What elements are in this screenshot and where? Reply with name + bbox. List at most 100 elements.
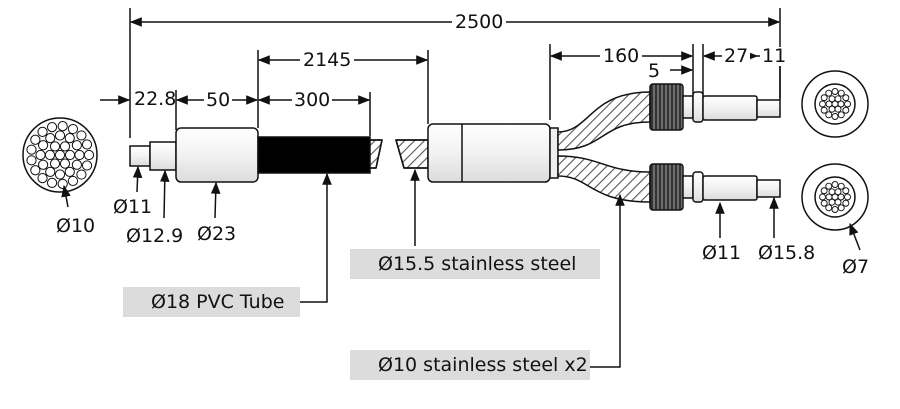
strand (828, 95, 836, 103)
callout-pvc-tube: Ø18 PVC Tube (123, 287, 300, 317)
strand (837, 89, 845, 97)
dia-label-tip-right: Ø11 (702, 242, 742, 264)
strand (825, 204, 833, 212)
strand (59, 158, 71, 169)
lower-knurled-nut (649, 163, 684, 211)
strand (57, 178, 68, 189)
strand (81, 139, 93, 150)
main-hose-segment-1 (369, 139, 383, 169)
upper-knurled-nut (649, 83, 684, 131)
strand (834, 105, 842, 113)
strand (46, 177, 58, 188)
right-cross-section-upper (801, 70, 869, 138)
branch-hose-lower (557, 155, 651, 203)
strand (834, 95, 842, 103)
branch-hose-upper (557, 91, 651, 151)
strand (825, 89, 833, 97)
strand (46, 122, 58, 133)
strand (837, 111, 845, 119)
strand (64, 166, 75, 177)
strand (825, 193, 833, 201)
dim-label-27: 27 (722, 45, 751, 67)
strand (54, 169, 66, 180)
strand (67, 123, 79, 135)
strand (76, 169, 87, 180)
strand (45, 166, 56, 177)
strand (74, 149, 85, 161)
strand (49, 158, 61, 169)
strand (67, 175, 79, 187)
callout-main-hose: Ø15.5 stainless steel (350, 249, 600, 279)
strand (54, 149, 66, 161)
body-left (175, 127, 259, 183)
right-cross-section-lower (801, 163, 869, 231)
collar-left (149, 141, 177, 171)
strand (64, 133, 75, 144)
strand (828, 105, 836, 113)
dim-label-overall: 2500 (452, 13, 507, 32)
callout-branch-hoses: Ø10 stainless steel x2 (350, 350, 590, 380)
strand (820, 199, 828, 207)
dim-label-11: 11 (760, 45, 789, 67)
branch-hoses (557, 91, 651, 203)
strand (81, 160, 93, 171)
leader-lines (61, 165, 861, 368)
strand (37, 173, 48, 184)
strand (842, 94, 850, 102)
strand (842, 187, 850, 195)
strand (820, 94, 828, 102)
strand (83, 149, 95, 161)
dim-label-300: 300 (292, 89, 333, 111)
strand (57, 121, 68, 132)
strand (45, 133, 56, 144)
strand (819, 193, 826, 201)
lower-right-connector (649, 163, 781, 211)
strand (828, 198, 836, 206)
strand (26, 144, 37, 155)
dia-label-body-left: Ø23 (197, 223, 237, 245)
strand (35, 149, 46, 161)
strand (844, 100, 851, 108)
strand (49, 141, 61, 152)
strand (44, 149, 56, 161)
left-strands (26, 121, 95, 189)
strand (71, 140, 82, 151)
strand (831, 88, 839, 95)
strand (819, 100, 826, 108)
splitter-body (427, 123, 551, 183)
dia-label-tip-left: Ø11 (113, 196, 153, 218)
strand (76, 130, 87, 141)
strand (820, 187, 828, 195)
strand (831, 113, 839, 120)
strand (837, 100, 845, 108)
strand (834, 188, 842, 196)
strand (828, 188, 836, 196)
main-assembly (129, 123, 559, 183)
strand (59, 141, 71, 152)
strand (26, 155, 37, 166)
strand (831, 206, 839, 213)
dim-label-50: 50 (204, 89, 233, 111)
strand (71, 159, 82, 170)
strand (38, 159, 49, 170)
strand (831, 181, 839, 188)
tip-left (129, 145, 151, 167)
strand (54, 130, 66, 141)
strand (37, 126, 48, 137)
strand (837, 193, 845, 201)
strand (825, 111, 833, 119)
strand (38, 140, 49, 151)
strand (842, 106, 850, 114)
dia-label-right-bundle: Ø7 (842, 256, 870, 278)
strand (30, 134, 41, 145)
strand (820, 106, 828, 114)
dia-label-collar-left: Ø12.9 (126, 225, 184, 247)
strand (834, 198, 842, 206)
strand (825, 182, 833, 190)
dim-label-5: 5 (648, 60, 661, 82)
strand (64, 149, 76, 161)
strand (844, 193, 851, 201)
strand (825, 100, 833, 108)
dim-label-160: 160 (600, 47, 643, 66)
pvc-tube (257, 136, 371, 174)
